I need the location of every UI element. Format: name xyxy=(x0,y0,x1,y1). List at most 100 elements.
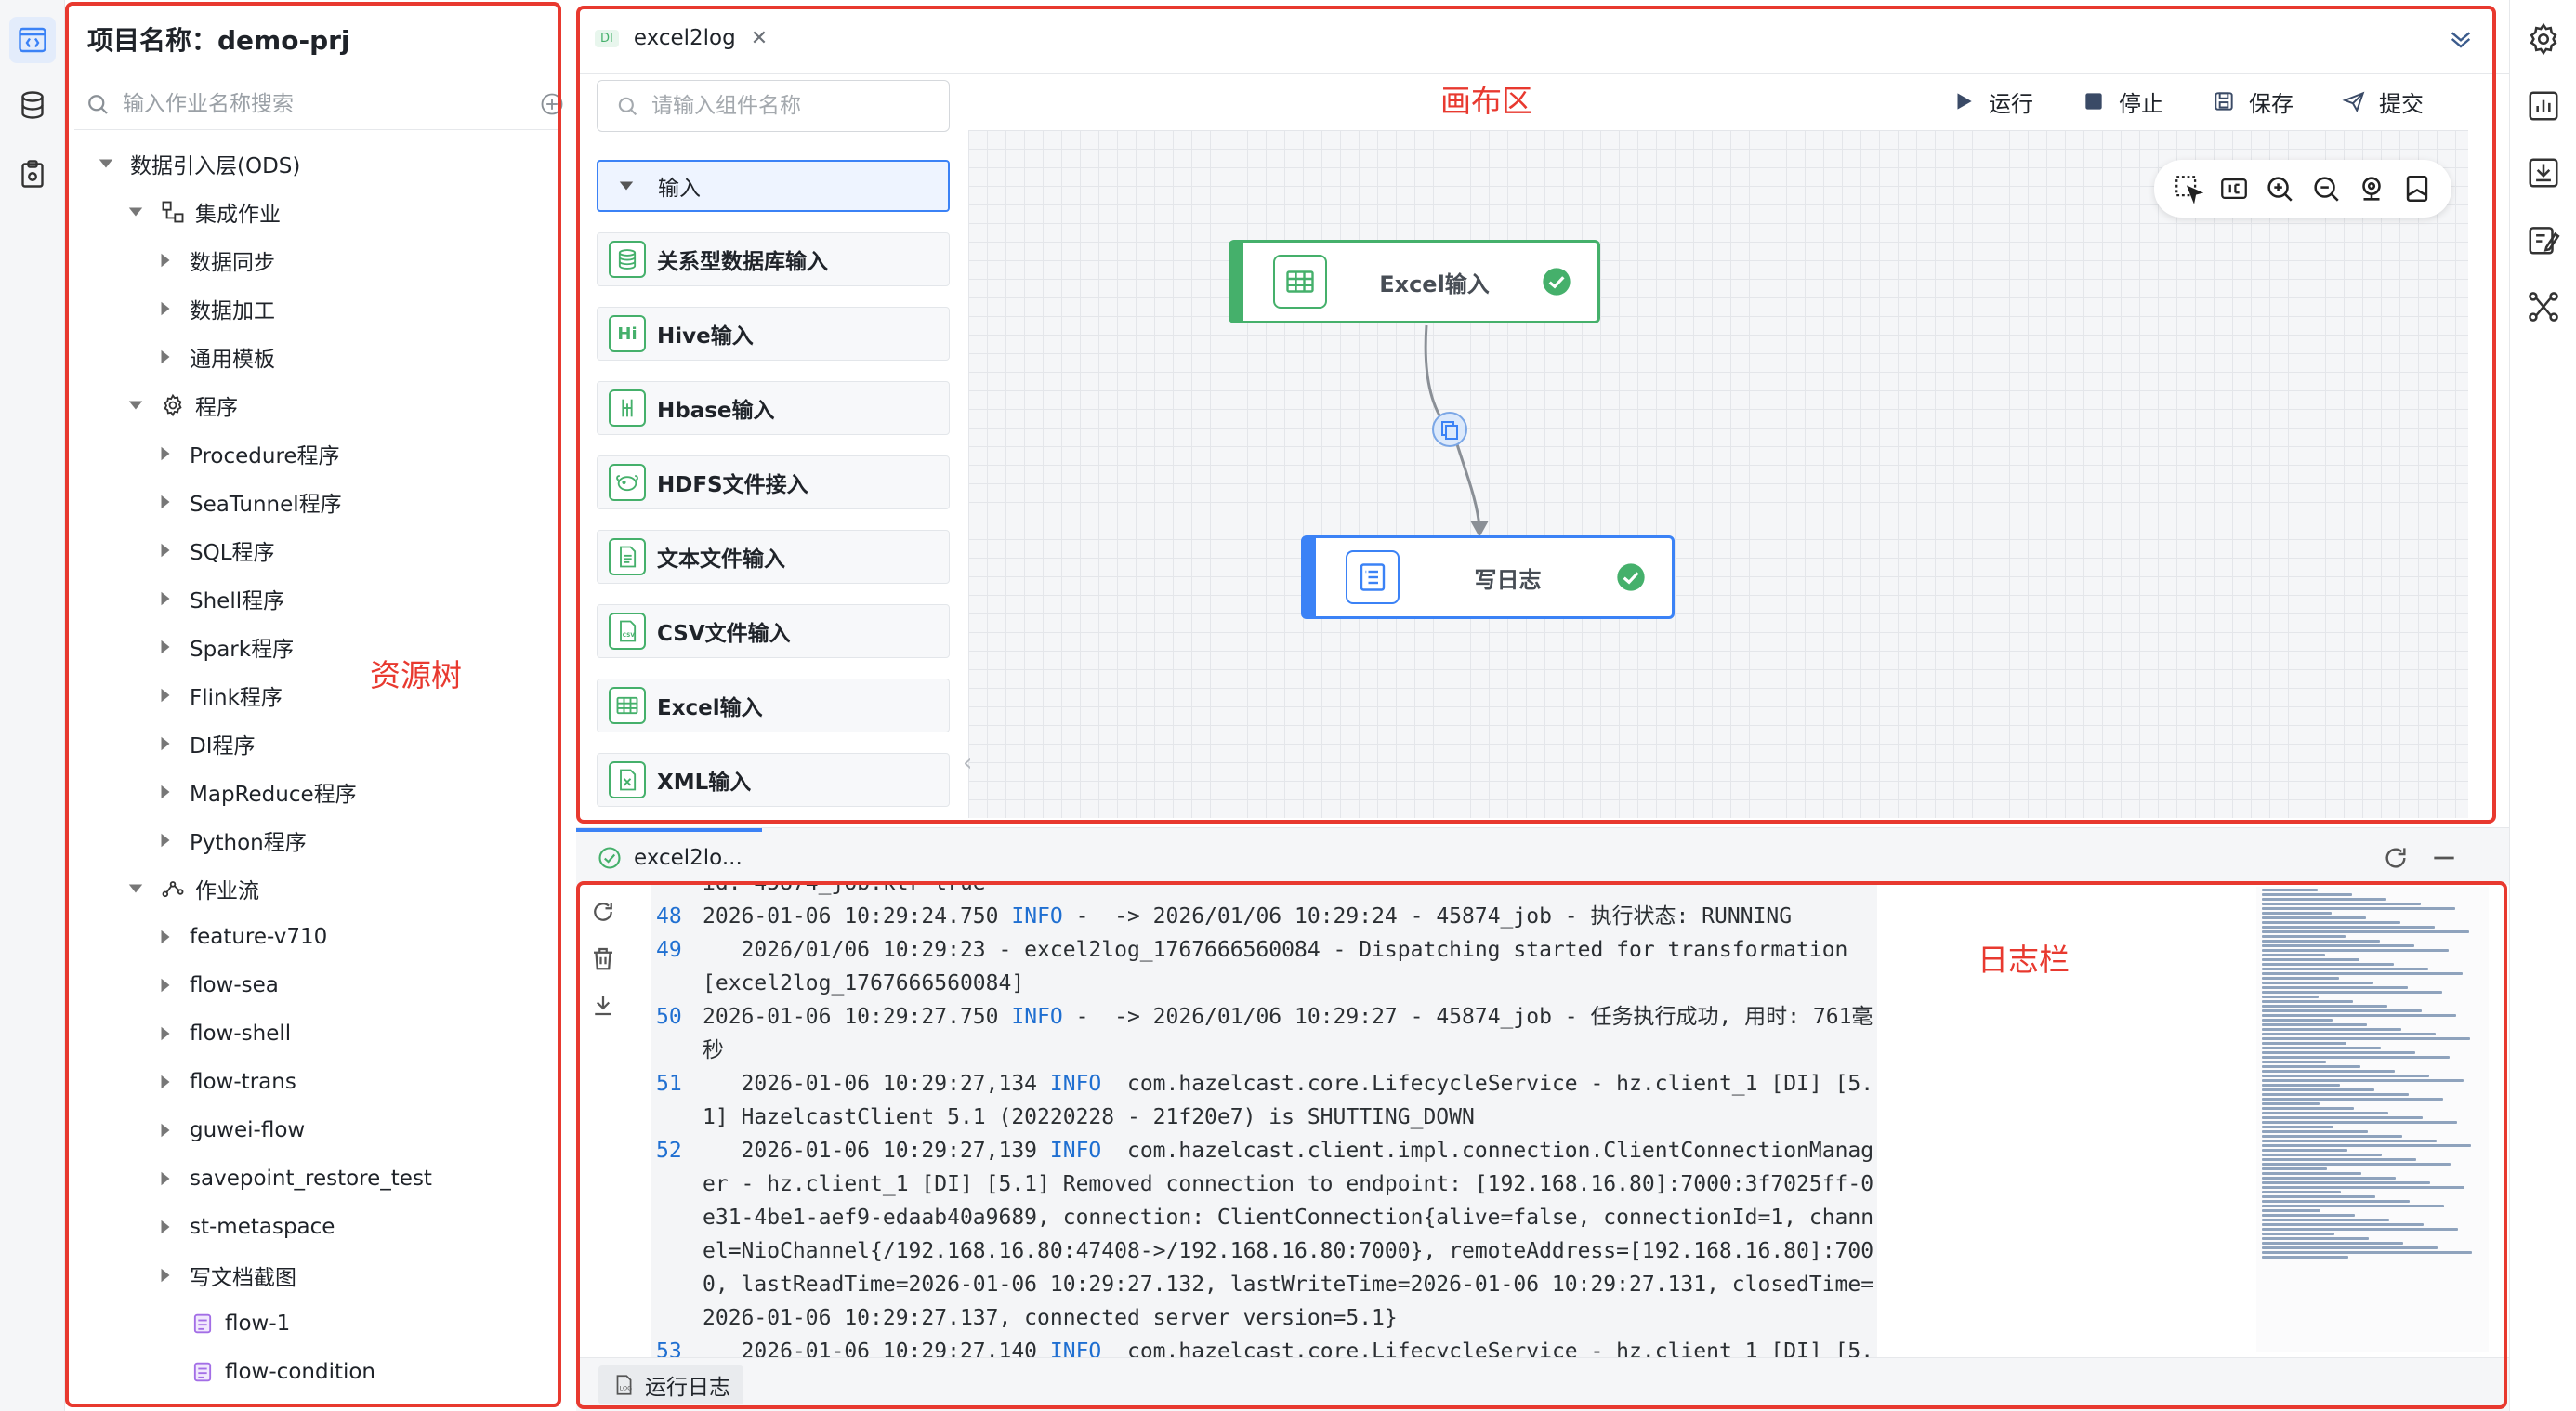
log-minimap[interactable] xyxy=(2256,887,2489,1352)
submit-button[interactable]: 提交 xyxy=(2342,86,2424,118)
caret-right-icon[interactable] xyxy=(154,442,177,465)
palette-component[interactable]: Excel输入 xyxy=(597,679,950,732)
tree-item[interactable]: SeaTunnel程序 xyxy=(154,478,342,526)
caret-right-icon[interactable] xyxy=(154,297,177,320)
caret-right-icon[interactable] xyxy=(154,346,177,368)
rail-develop-button[interactable] xyxy=(9,17,56,63)
tree-item[interactable]: MapReduce程序 xyxy=(154,768,357,816)
caret-right-icon[interactable] xyxy=(154,926,177,948)
caret-right-icon[interactable] xyxy=(154,249,177,271)
caret-right-icon[interactable] xyxy=(154,829,177,851)
caret-down-icon[interactable] xyxy=(125,877,147,900)
log-viewer[interactable]: id: 45874_job.ktr true482026-01-06 10:29… xyxy=(576,885,2509,1357)
tree-item[interactable]: flow-shell xyxy=(154,1009,291,1058)
component-search-input[interactable] xyxy=(651,94,930,118)
caret-down-icon[interactable] xyxy=(125,394,147,416)
caret-right-icon[interactable] xyxy=(154,491,177,513)
palette-collapse-handle[interactable]: ‹ xyxy=(963,749,973,777)
tree-item[interactable]: 程序 xyxy=(125,381,238,429)
palette-component[interactable]: 文本文件输入 xyxy=(597,530,950,584)
tree-item[interactable]: flow-1 xyxy=(154,1299,290,1348)
tree-item[interactable]: 数据同步 xyxy=(154,236,275,284)
caret-down-icon[interactable] xyxy=(125,201,147,223)
caret-right-icon[interactable] xyxy=(154,1167,177,1190)
reload-icon[interactable] xyxy=(589,898,617,926)
double-chevron-down-icon[interactable] xyxy=(2446,24,2476,54)
rail-stats-button[interactable] xyxy=(2523,86,2564,126)
tree-item[interactable]: savepoint_restore_test xyxy=(154,1154,432,1203)
rail-lineage-button[interactable] xyxy=(2523,286,2564,327)
caret-right-icon[interactable] xyxy=(154,974,177,996)
tree-item[interactable]: SQL程序 xyxy=(154,526,275,574)
rail-tasks-button[interactable] xyxy=(9,151,56,197)
minimize-icon[interactable] xyxy=(2429,843,2459,873)
caret-right-icon[interactable] xyxy=(154,1071,177,1093)
run-log-tab[interactable]: LOG 运行日志 xyxy=(598,1365,743,1404)
caret-right-icon[interactable] xyxy=(154,587,177,610)
caret-right-icon[interactable] xyxy=(154,1022,177,1045)
tree-item[interactable]: flow-trans xyxy=(154,1058,296,1106)
node-excel-input[interactable]: Excel输入 xyxy=(1229,240,1600,323)
log-level: INFO xyxy=(1037,1339,1102,1357)
tree-item[interactable]: Shell程序 xyxy=(154,574,284,623)
zoom-in-icon[interactable] xyxy=(2264,173,2295,204)
palette-component[interactable]: HDFS文件接入 xyxy=(597,455,950,509)
rail-edit-button[interactable] xyxy=(2523,219,2564,260)
caret-down-icon[interactable] xyxy=(95,152,117,175)
refresh-icon[interactable] xyxy=(2381,843,2411,873)
log-actions xyxy=(589,898,626,1037)
tree-item[interactable]: feature-v710 xyxy=(154,913,327,961)
locate-icon[interactable] xyxy=(2356,173,2387,204)
tree-item[interactable]: 数据引入层(ODS) xyxy=(95,139,300,188)
rail-settings-button[interactable] xyxy=(2523,19,2564,59)
tree-item[interactable]: 通用模板 xyxy=(154,333,275,381)
caret-right-icon[interactable] xyxy=(154,1119,177,1141)
node-write-log[interactable]: 写日志 xyxy=(1301,535,1675,619)
save-button[interactable]: 保存 xyxy=(2212,86,2293,118)
tree-item[interactable]: flow-sea xyxy=(154,961,279,1009)
tree-search-input[interactable] xyxy=(123,91,494,116)
tree-item[interactable]: st-metaspace xyxy=(154,1203,335,1251)
tree-item[interactable]: Python程序 xyxy=(154,816,307,864)
tree-item[interactable]: Spark程序 xyxy=(154,623,294,671)
tree-item[interactable]: guwei-flow xyxy=(154,1106,305,1154)
log-tab-excel2log[interactable]: excel2lo... xyxy=(597,839,743,877)
palette-component[interactable]: Hbase输入 xyxy=(597,381,950,435)
tree-item[interactable]: Flink程序 xyxy=(154,671,283,719)
palette-component[interactable]: XML输入 xyxy=(597,753,950,807)
minimap-icon[interactable] xyxy=(2401,173,2433,204)
tree-item[interactable]: Procedure程序 xyxy=(154,429,340,478)
hbase-icon xyxy=(609,389,646,427)
caret-right-icon[interactable] xyxy=(154,539,177,561)
caret-right-icon[interactable] xyxy=(154,1216,177,1238)
tab-excel2log[interactable]: DI excel2log ✕ xyxy=(595,17,768,59)
caret-right-icon[interactable] xyxy=(154,781,177,803)
tree-item[interactable]: 数据加工 xyxy=(154,284,275,333)
rail-download-button[interactable] xyxy=(2523,152,2564,193)
zoom-out-icon[interactable] xyxy=(2310,173,2342,204)
tree-item[interactable]: 写文档截图 xyxy=(154,1251,296,1299)
caret-right-icon[interactable] xyxy=(154,684,177,706)
tree-item[interactable]: 集成作业 xyxy=(125,188,281,236)
flow-canvas[interactable] xyxy=(968,130,2468,818)
tree-item[interactable]: flow-condition xyxy=(154,1348,375,1396)
caret-right-icon[interactable] xyxy=(154,1264,177,1286)
select-area-icon[interactable] xyxy=(2173,173,2204,204)
run-button[interactable]: 运行 xyxy=(1952,86,2033,118)
caret-right-icon[interactable] xyxy=(154,732,177,755)
download-icon[interactable] xyxy=(589,991,617,1019)
stop-button[interactable]: 停止 xyxy=(2082,86,2163,118)
tree-item[interactable]: 作业流 xyxy=(125,864,259,913)
rail-data-button[interactable] xyxy=(9,82,56,128)
fit-view-icon[interactable] xyxy=(2218,173,2250,204)
tree-item[interactable]: DI程序 xyxy=(154,719,256,768)
caret-right-icon[interactable] xyxy=(154,636,177,658)
palette-group-input[interactable]: 输入 xyxy=(597,160,950,212)
run-log-label: 运行日志 xyxy=(645,1376,730,1400)
palette-component[interactable]: 关系型数据库输入 xyxy=(597,232,950,286)
add-circle-icon[interactable] xyxy=(539,91,565,117)
close-icon[interactable]: ✕ xyxy=(750,26,769,50)
trash-icon[interactable] xyxy=(589,944,617,972)
